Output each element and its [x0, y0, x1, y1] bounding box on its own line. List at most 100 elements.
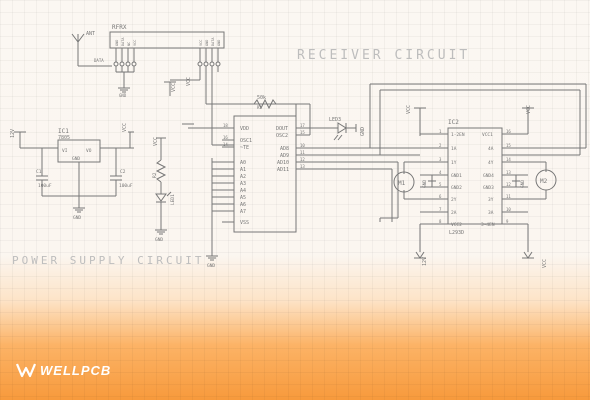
- vcc-label: VCC: [542, 259, 548, 268]
- driver-outer-wires: [369, 83, 587, 222]
- decoder-pin-number: 16: [223, 135, 228, 140]
- vcc-arrows-top: [156, 81, 534, 139]
- rf-pin-label: NC: [127, 42, 131, 46]
- decoder-pin-label: A3: [240, 181, 246, 187]
- l293d-pin-number: 12: [506, 182, 511, 187]
- l293d-pin-label: 3A: [488, 210, 494, 216]
- supply-arrows: [414, 251, 534, 259]
- l293d-pin-label: VCC2: [451, 222, 462, 228]
- decoder-pin-number: 17: [300, 123, 305, 128]
- motor-m2-label: M2: [540, 178, 548, 185]
- l293d-pin-label: VCC1: [482, 132, 493, 138]
- rf-pin-label: DATA: [211, 37, 215, 46]
- l293d-pin-number: 13: [506, 170, 511, 175]
- wellpcb-logo-icon: [16, 363, 36, 378]
- l293d-pin-number: 11: [506, 194, 511, 199]
- vcc-label: VCC: [406, 105, 412, 114]
- power-supply-title: POWER SUPPLY CIRCUIT: [12, 254, 204, 267]
- decoder-pin-label: A7: [240, 209, 246, 215]
- decoder-pin-label: OSC1: [240, 138, 252, 144]
- l293d-pin-label: 1Y: [451, 160, 457, 166]
- rf-pin-label: VCC: [199, 40, 203, 46]
- indicator-vcc-label: VCC: [153, 137, 159, 146]
- l293d-pin-label: GND2: [451, 185, 462, 191]
- decoder-pin-number: 10: [300, 143, 305, 148]
- rf-pin-label: VCC: [133, 40, 137, 46]
- v12-label: 12V: [422, 257, 428, 266]
- decoder-pin-label: A6: [240, 202, 246, 208]
- decoder-left-pin-lines: [188, 127, 234, 261]
- rf-pin-label: GND: [115, 40, 119, 46]
- c2-value: 100uF: [119, 183, 133, 189]
- l293d-pin-number: 1: [439, 129, 442, 134]
- l293d-pin-label: 4A: [488, 146, 494, 152]
- capacitor-c1: [36, 148, 48, 196]
- decoder-pin-number: 13: [300, 164, 305, 169]
- l293d-pin-lines: [419, 108, 529, 252]
- vcc-label: VCC: [171, 83, 177, 92]
- vcc-label: VCC: [186, 77, 192, 86]
- antenna-label: ANT: [86, 31, 95, 37]
- decoder-pin-number: 18: [223, 123, 228, 128]
- motor-m2-wires: [528, 161, 547, 200]
- decoder-pin-label: AD8: [280, 146, 289, 152]
- ic2-name: IC2: [448, 119, 459, 126]
- decoder-pin-label: A1: [240, 167, 246, 173]
- decoder-pin-label: VDD: [240, 126, 249, 132]
- brand-logo: WELLPCB: [16, 362, 111, 378]
- l293d-pin-label: 2A: [451, 210, 457, 216]
- c1-value: 100uF: [38, 183, 52, 189]
- decoder-pin-label: VSS: [240, 220, 249, 226]
- l293d-pin-label: GND1: [451, 173, 462, 179]
- r1-value: 50k: [257, 95, 266, 101]
- rf-pin-label: GND: [205, 40, 209, 46]
- decoder-pin-label: A5: [240, 195, 246, 201]
- ic2-part: L293D: [449, 230, 464, 236]
- l293d-pin-label: 3Y: [488, 197, 494, 203]
- rf-pin-label: DATA: [121, 37, 125, 46]
- motor-gnd-label: GND: [422, 180, 428, 188]
- motor-m1-wires: [403, 161, 420, 200]
- ic1-pin-label: GND: [72, 156, 80, 162]
- decoder-ic: [233, 115, 297, 233]
- rf-pin-label: GND: [217, 40, 221, 46]
- ic1-part: 7805: [58, 135, 70, 141]
- rf-vcc-wire: [169, 72, 201, 96]
- l293d-pin-label: 1-2EN: [451, 132, 465, 138]
- decoder-pin-number: 14: [223, 142, 228, 147]
- decoder-pin-label: AD10: [277, 160, 289, 166]
- led3-symbol: [330, 122, 357, 141]
- ic1-pin-label: VI: [62, 148, 68, 154]
- decoder-pin-label: A0: [240, 160, 246, 166]
- l293d-pin-label: 3-4EN: [481, 222, 495, 228]
- motor-m1: [393, 171, 415, 193]
- decoder-pin-label: A4: [240, 188, 246, 194]
- rf-data-wire: [205, 72, 297, 118]
- led3-ref: LED3: [329, 117, 341, 123]
- capacitor-c2: [110, 148, 122, 196]
- l293d-pin-number: 2: [439, 143, 442, 148]
- receiver-title: RECEIVER CIRCUIT: [297, 48, 470, 63]
- indicator-gnd-label: GND: [155, 237, 163, 243]
- driver-gnd-symbols: [428, 175, 520, 187]
- motor-m2: [535, 169, 557, 191]
- decoder-gnd-label: GND: [207, 263, 215, 269]
- l293d-pin-number: 4: [439, 170, 442, 175]
- l293d-pin-number: 9: [506, 219, 509, 224]
- l293d-pin-label: GND4: [483, 173, 494, 179]
- r2-ref: R2: [152, 172, 158, 178]
- l293d-ic: [447, 127, 503, 225]
- decoder-pin-label: AD9: [280, 153, 289, 159]
- motor-gnd-label: GND: [520, 180, 526, 188]
- decoder-pin-label: ~TE: [240, 145, 249, 151]
- l293d-pin-number: 14: [506, 157, 511, 162]
- r1-ref: R1: [257, 105, 262, 110]
- decoder-pin-number: 12: [300, 157, 305, 162]
- l293d-pin-number: 16: [506, 129, 511, 134]
- l293d-pin-number: 15: [506, 143, 511, 148]
- c2-ref: C2: [120, 169, 126, 175]
- l293d-pin-number: 10: [506, 207, 511, 212]
